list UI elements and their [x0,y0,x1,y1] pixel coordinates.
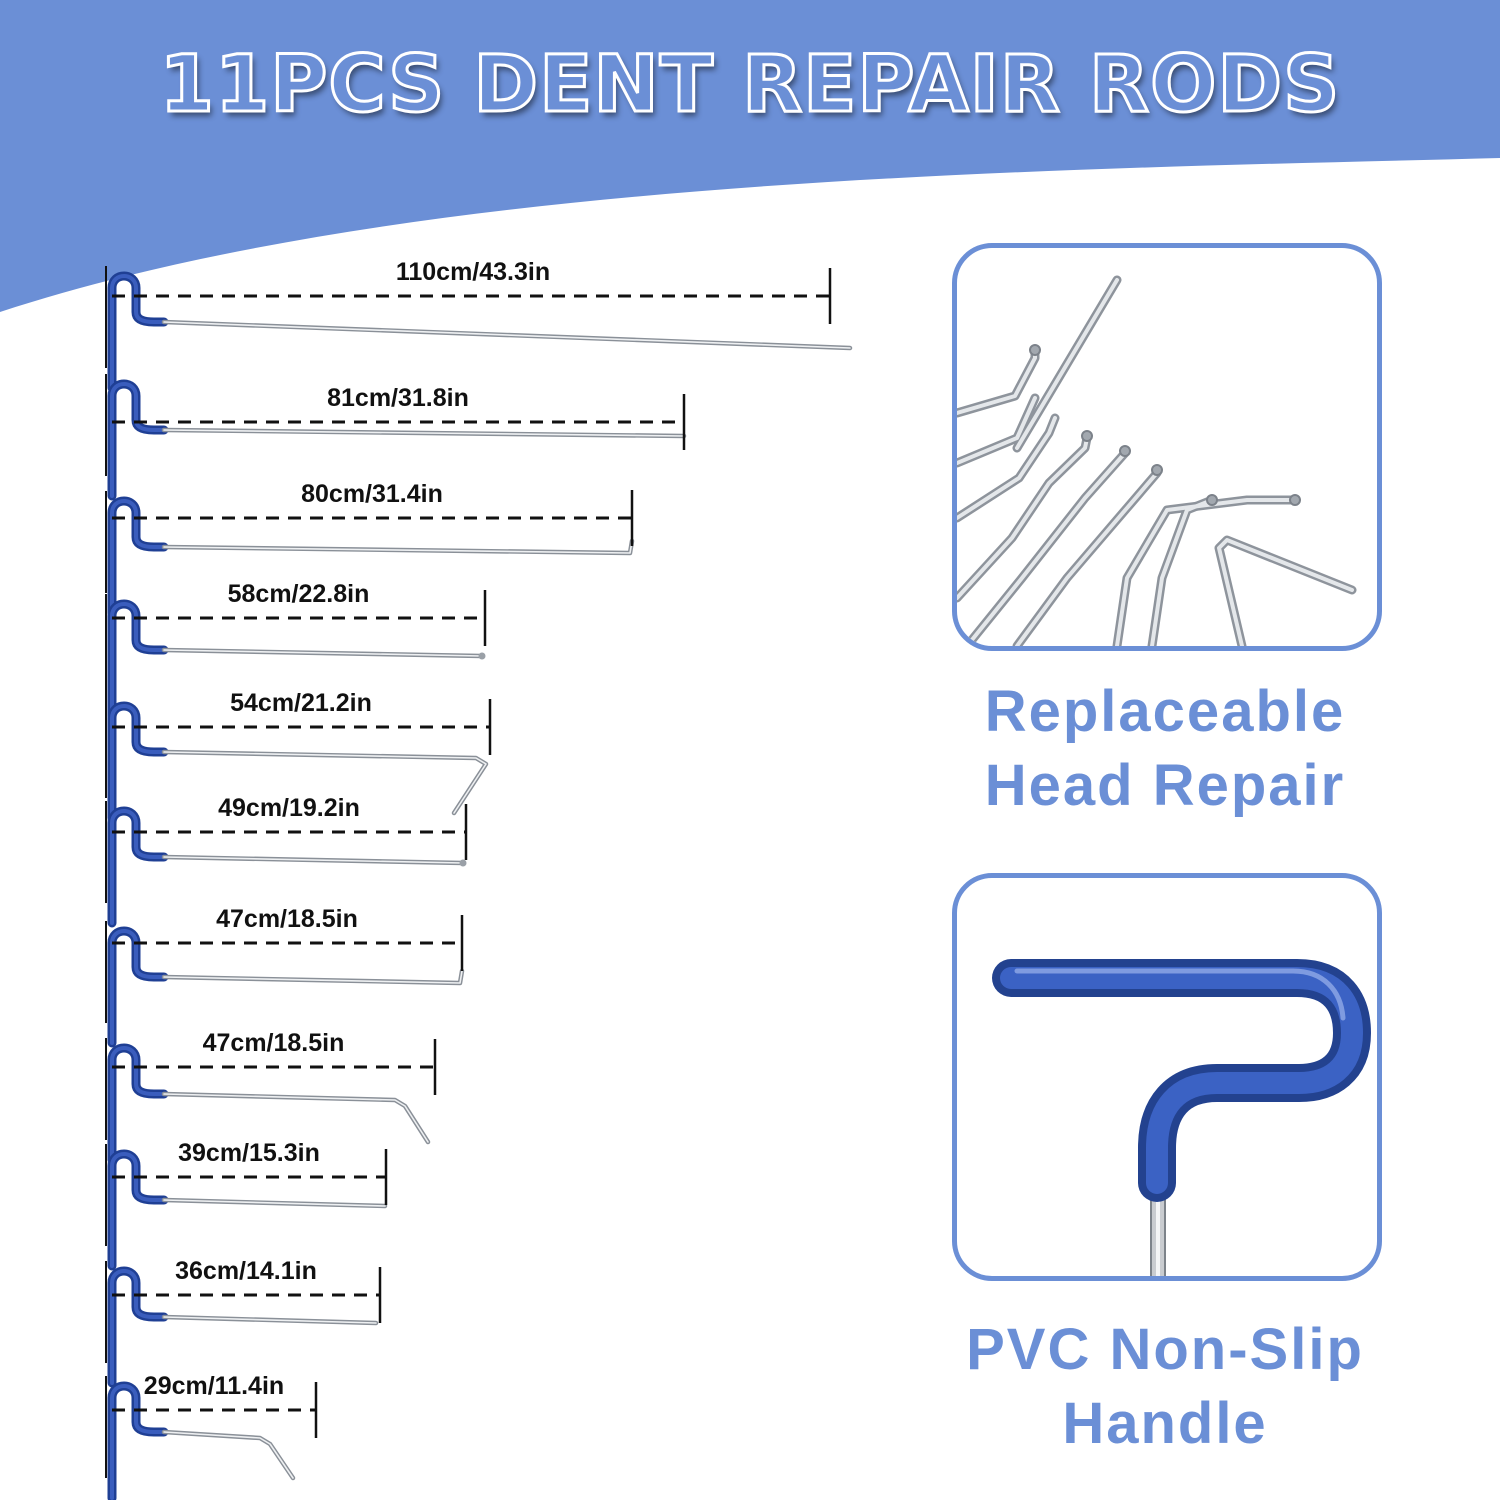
caption-line: PVC Non-Slip [966,1317,1364,1382]
replaceable-heads-caption: Replaceable Head Repair [905,675,1425,823]
rod-handle-highlight [110,274,166,390]
rod-item: 81cm/31.8in [105,374,687,501]
rod-length-label: 39cm/15.3in [178,1139,320,1167]
caption-line: Replaceable [984,679,1346,744]
rod-length-label: 47cm/18.5in [216,905,358,933]
rod-handle-highlight [110,1152,166,1268]
rod-handle-highlight [110,1269,166,1385]
rod-shaft-shine [163,1431,294,1479]
rod-handle-highlight [110,1384,166,1500]
pvc-handle-closeup-image [992,959,1371,1276]
rod-shaft-shine [163,649,483,657]
rod-length-label: 36cm/14.1in [175,1257,317,1285]
page-title: 11PCS DENT REPAIR RODS [158,39,1341,132]
rod-shaft-shine [163,970,463,984]
rod-handle-highlight [110,602,166,718]
rod-tip [478,652,486,660]
rod-shaft-shine [163,321,851,349]
pvc-handle-panel [952,873,1382,1281]
rod-length-label: 80cm/31.4in [301,480,443,508]
rod-length-label: 49cm/19.2in [218,794,360,822]
rod-item: 110cm/43.3in [105,258,853,393]
rod-item: 47cm/18.5in [105,1029,437,1165]
rods-lineup: 110cm/43.3in 81cm/31.8in 80cm/31.4in 58cm/2… [105,258,853,1500]
pvc-handle-caption: PVC Non-Slip Handle [905,1313,1425,1461]
rod-tip [459,859,467,867]
rod-length-label: 81cm/31.8in [327,384,469,412]
rod-length-label: 58cm/22.8in [228,580,370,608]
rod-handle-highlight [110,499,166,615]
rod-shaft-shine [163,856,464,864]
rod-item: 29cm/11.4in [105,1372,318,1500]
caption-line: Handle [1062,1391,1268,1456]
rod-handle-highlight [110,1046,166,1162]
rod-shaft-shine [163,1316,377,1324]
title-banner [0,0,1500,312]
rod-item: 80cm/31.4in [105,480,635,618]
rod-length-label: 47cm/18.5in [203,1029,345,1057]
rod-handle-highlight [110,809,166,925]
replaceable-heads-panel [952,243,1382,651]
rod-shaft-shine [163,1093,429,1143]
rod-length-label: 110cm/43.3in [396,258,550,286]
rod-item: 49cm/19.2in [105,794,468,928]
rod-length-label: 54cm/21.2in [230,689,372,717]
rod-shaft-shine [163,429,685,437]
rod-shaft [161,1091,431,1145]
rod-heads-closeup-image [957,275,1357,646]
rod-item: 54cm/21.2in [105,689,492,823]
rod-shaft-shine [163,751,487,814]
rod-item: 36cm/14.1in [105,1257,382,1388]
rod-item: 58cm/22.8in [105,580,487,721]
rod-handle-highlight [110,704,166,820]
rod-handle-highlight [110,382,166,498]
caption-line: Head Repair [984,753,1346,818]
rod-shaft [161,1429,296,1481]
rod-shaft [161,968,465,986]
rod-item: 47cm/18.5in [105,905,465,1048]
rod-length-label: 29cm/11.4in [144,1372,284,1400]
rod-item: 39cm/15.3in [105,1139,388,1271]
rod-shaft [161,538,635,556]
rod-shaft-shine [163,1199,386,1207]
rod-handle-highlight [110,929,166,1045]
